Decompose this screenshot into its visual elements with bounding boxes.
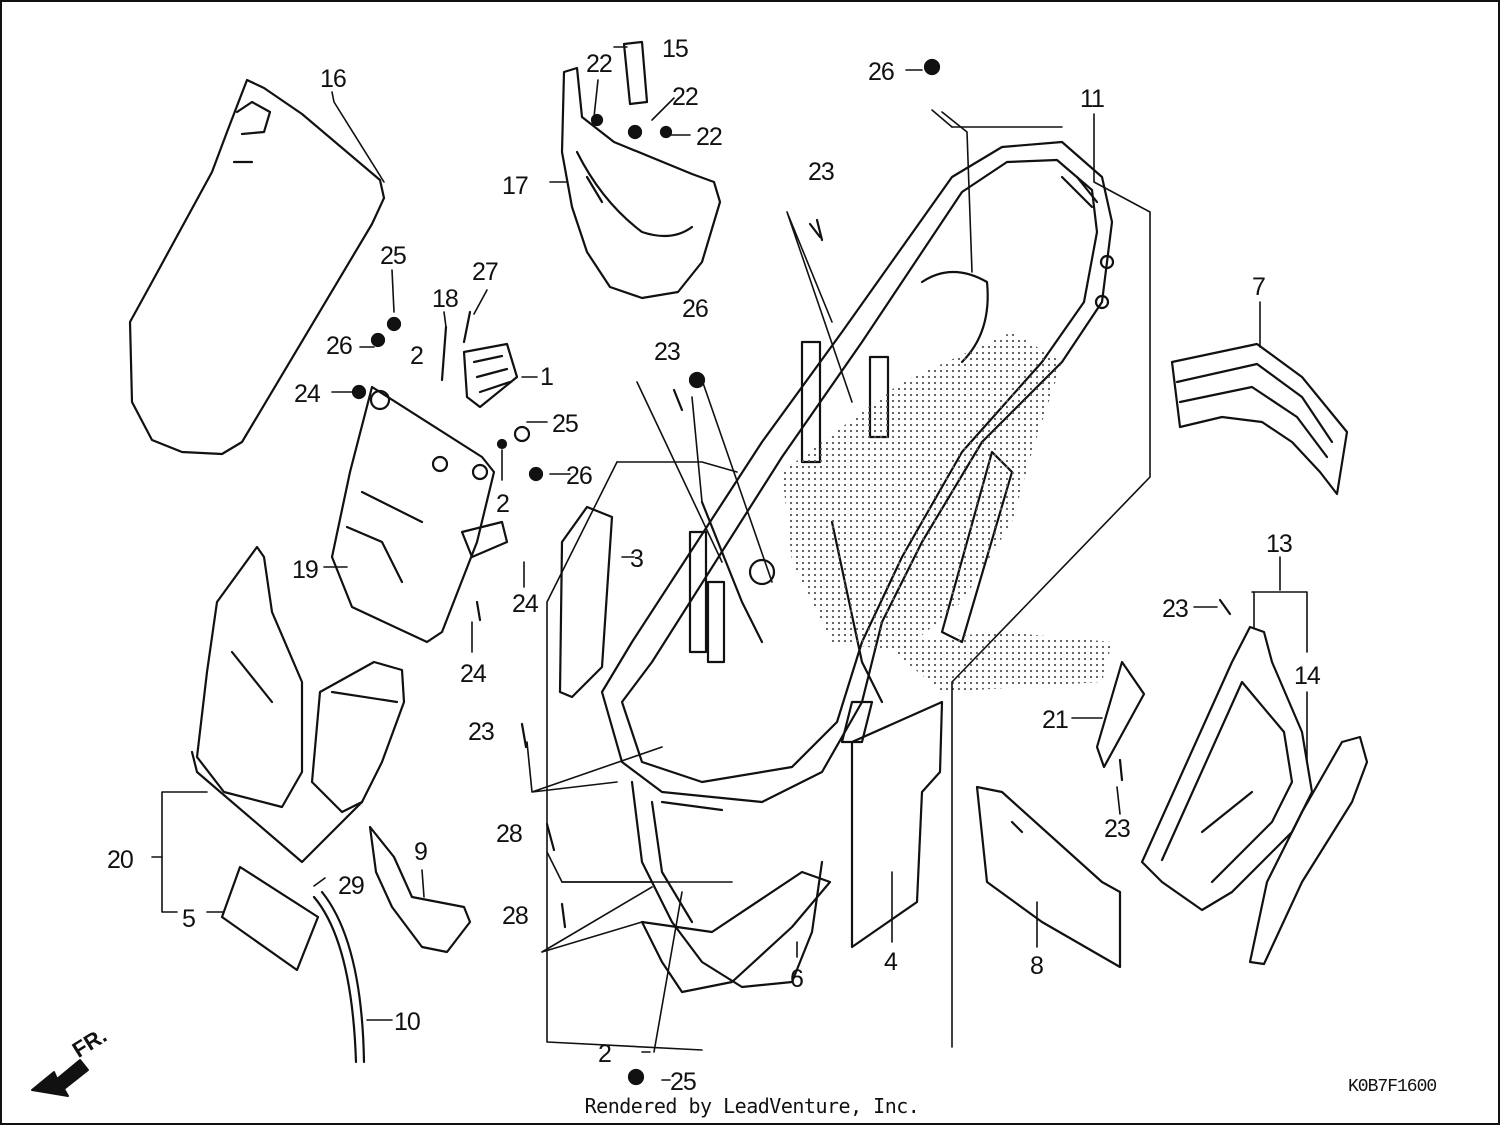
part-9-guard: [368, 825, 472, 954]
callout-11: 11: [1080, 85, 1104, 113]
callout-23b: 23: [654, 338, 680, 366]
callout-24a: 24: [294, 380, 321, 408]
callout-27: 27: [472, 258, 498, 286]
callout-4: 4: [884, 948, 898, 976]
part-3-plate: [558, 505, 614, 699]
callout-22b: 22: [672, 83, 698, 111]
callout-23a: 23: [808, 158, 834, 186]
callout-7: 7: [1252, 273, 1265, 301]
callout-5: 5: [182, 905, 195, 933]
diagram-code: K0B7F1600: [1348, 1077, 1437, 1097]
callout-1: 1: [540, 363, 553, 391]
callout-28a: 28: [496, 820, 522, 848]
callout-18: 18: [432, 285, 458, 313]
callout-25a: 25: [380, 242, 406, 270]
callout-26a: 26: [868, 58, 894, 86]
callout-21: 21: [1042, 706, 1068, 734]
leader-lines: [151, 46, 1308, 1081]
part-19-box: [330, 385, 509, 644]
callout-24c: 24: [460, 660, 487, 688]
part-10-tube: [312, 890, 366, 1064]
part-7-grille: [1170, 342, 1349, 496]
footer-credit: Rendered by LeadVenture, Inc.: [584, 1094, 920, 1118]
part-15-clip: [622, 40, 649, 106]
callout-2b: 2: [496, 490, 509, 518]
callout-9: 9: [414, 838, 427, 866]
callout-26d: 26: [566, 462, 592, 490]
part-20-housing: [190, 545, 406, 864]
callout-14: 14: [1294, 662, 1321, 690]
part-13-lid: [1140, 625, 1314, 912]
callout-25b: 25: [552, 410, 578, 438]
part-5-plate: [220, 865, 320, 972]
fasteners: [351, 58, 1232, 1086]
callout-23e: 23: [1162, 595, 1188, 623]
callout-8: 8: [1030, 952, 1043, 980]
callout-23d: 23: [1104, 815, 1130, 843]
part-16-cover: [128, 78, 386, 456]
part-14-gasket: [1248, 735, 1369, 966]
callout-2c: 2: [598, 1040, 611, 1068]
callout-24b: 24: [512, 590, 539, 618]
part-8-plate: [975, 785, 1122, 969]
callout-17: 17: [502, 172, 528, 200]
front-direction-arrow: [31, 1059, 89, 1097]
callout-15: 15: [662, 35, 688, 63]
part-1-fuse: [462, 342, 519, 409]
callout-22a: 22: [586, 50, 612, 78]
callout-19: 19: [292, 556, 318, 584]
callout-10: 10: [394, 1008, 420, 1036]
callout-29: 29: [338, 872, 364, 900]
callout-28b: 28: [502, 902, 528, 930]
part-4-plate: [850, 700, 944, 949]
callout-26b: 26: [682, 295, 708, 323]
callout-22c: 22: [696, 123, 722, 151]
callout-16: 16: [320, 65, 346, 93]
callout-26c: 26: [326, 332, 352, 360]
part-21-plate: [1095, 660, 1146, 769]
part-11-texture: [782, 332, 1062, 652]
part-17-panel: [560, 66, 722, 300]
callout-20: 20: [107, 846, 133, 874]
callout-6: 6: [790, 965, 803, 993]
callout-labels: 1 2 2 2 3 4 5 6 7 8 9 10 11 13 14 15 16 …: [107, 35, 1322, 1096]
callout-25c: 25: [670, 1068, 696, 1096]
callout-13: 13: [1266, 530, 1292, 558]
callout-23c: 23: [468, 718, 494, 746]
part-11-texture-b: [882, 632, 1112, 692]
callout-2a: 2: [410, 342, 423, 370]
callout-3: 3: [630, 545, 643, 573]
